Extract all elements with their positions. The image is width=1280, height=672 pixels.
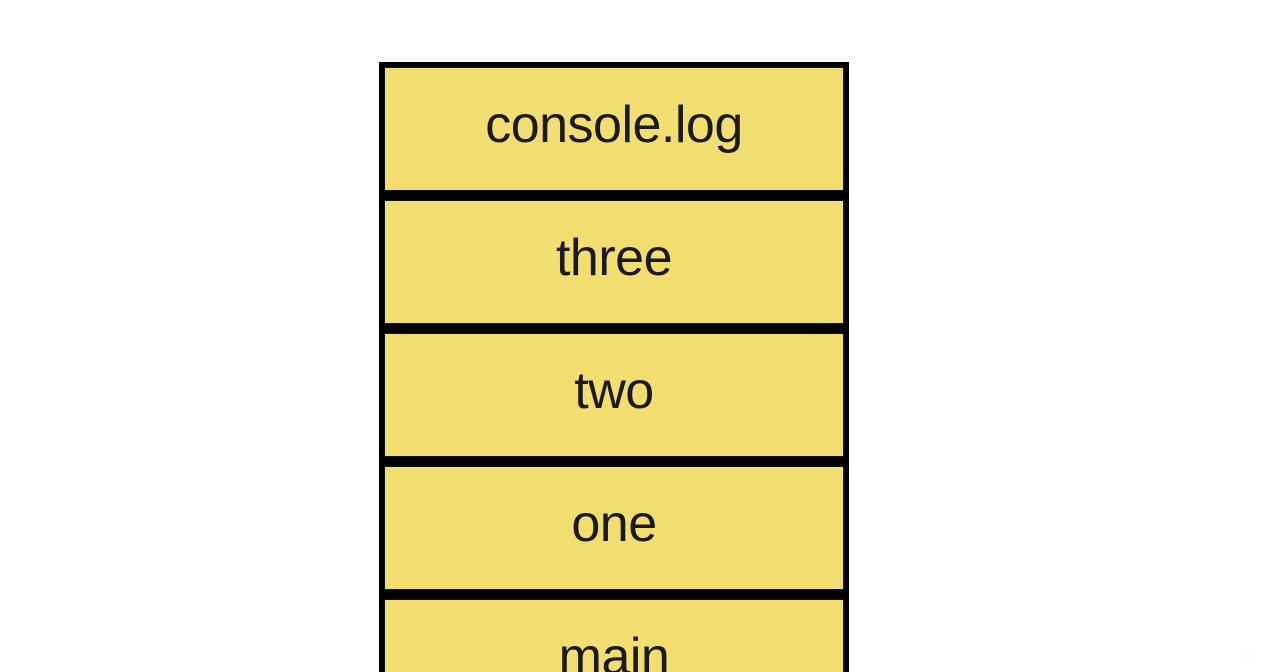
call-stack-diagram: console.log three two one main [379, 62, 849, 672]
stack-frame-main: main [384, 599, 844, 672]
render-artifact [1240, 648, 1258, 662]
stack-frame-label: console.log [485, 96, 743, 154]
stack-frame-label: main [558, 628, 670, 672]
stack-frame-label: one [571, 495, 657, 553]
stack-frame-label: two [574, 362, 654, 420]
stack-frame-one: one [384, 466, 844, 590]
stack-frame-three: three [384, 200, 844, 324]
stack-frame-console-log: console.log [384, 67, 844, 191]
stack-frame-label: three [555, 229, 673, 287]
stack-frame-two: two [384, 333, 844, 457]
